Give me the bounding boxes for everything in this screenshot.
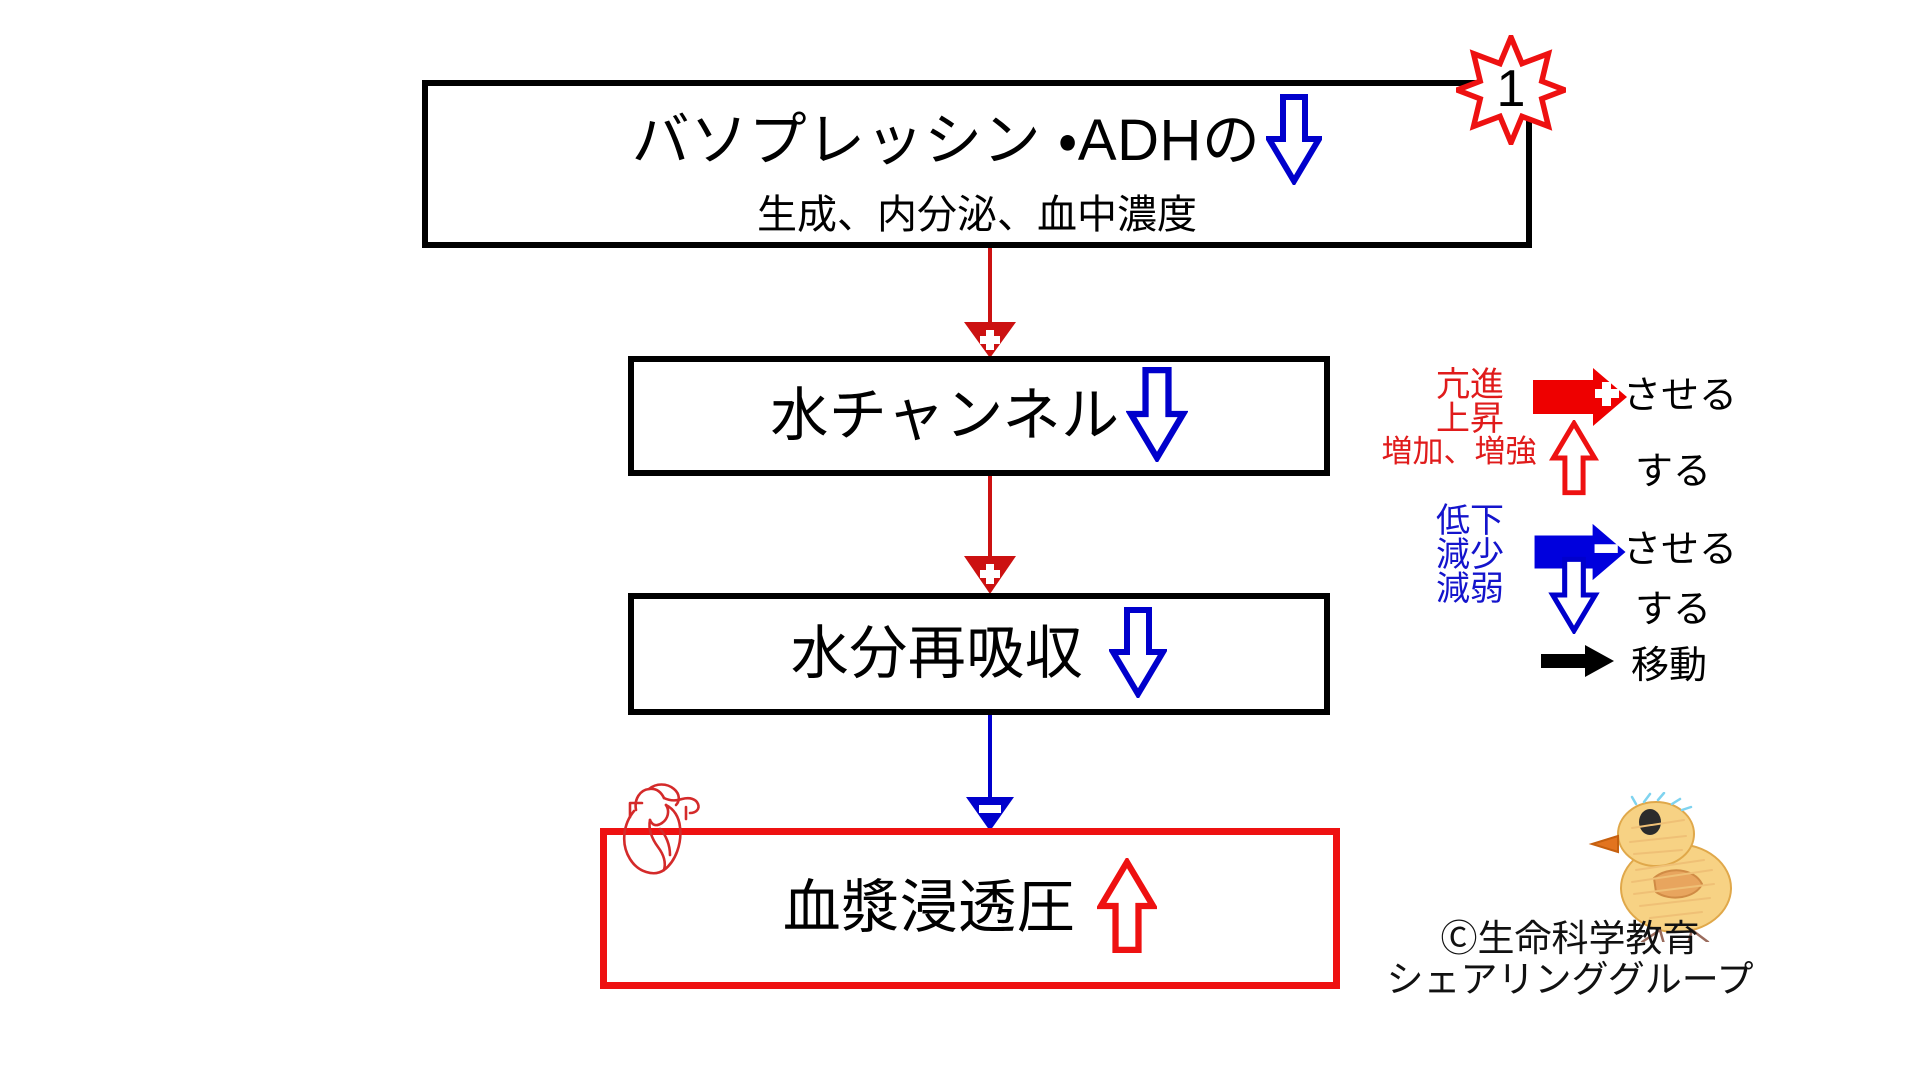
legend-words-decrease: 低下 減少 減弱 bbox=[1395, 504, 1545, 606]
legend-label-movement: 移動 bbox=[1631, 645, 1708, 687]
credit-line-2: シェアリンググループ bbox=[1386, 959, 1754, 1001]
legend-words-increase: 亢進 上昇 増加、増強 bbox=[1382, 366, 1545, 467]
connector-channel-to-reabsorption bbox=[950, 476, 1030, 596]
chick-mascot-icon bbox=[1584, 791, 1754, 946]
legend-label-increase-cause: させる bbox=[1623, 375, 1738, 417]
legend: 亢進 上昇 増加、増強 させる bbox=[1382, 366, 1815, 688]
node-plasma-osmolality[interactable]: 血漿浸透圧 bbox=[600, 828, 1340, 989]
down-outline-blue-icon bbox=[1107, 606, 1169, 703]
legend-row-increase-cause[interactable]: 亢進 上昇 増加、増強 させる bbox=[1382, 366, 1737, 467]
legend-word: 減弱 bbox=[1436, 570, 1504, 608]
connector-adh-to-channel bbox=[950, 248, 1030, 360]
legend-word: 減少 bbox=[1436, 536, 1504, 574]
legend-label-decrease-cause: させる bbox=[1623, 529, 1738, 571]
step-badge-1: 1 bbox=[1449, 30, 1573, 150]
legend-word: 低下 bbox=[1436, 502, 1504, 540]
node-water-channel[interactable]: 水チャンネル bbox=[628, 356, 1330, 476]
node-adh-title-row: バソプレッシン ・ADHの bbox=[631, 93, 1325, 190]
legend-row-decrease-cause[interactable]: 低下 減少 減弱 させる bbox=[1395, 504, 1737, 606]
node-plasma-osmolality-title-row: 血漿浸透圧 bbox=[782, 856, 1159, 959]
node-adh[interactable]: バソプレッシン ・ADHの 生成、内分泌、血中濃度 bbox=[422, 80, 1532, 248]
node-water-channel-title: 水チャンネル bbox=[770, 382, 1120, 448]
down-outline-blue-icon bbox=[1543, 556, 1605, 639]
right-solid-red-plus-icon bbox=[1533, 366, 1629, 433]
node-water-reabsorption[interactable]: 水分再吸収 bbox=[628, 593, 1330, 715]
right-solid-blue-minus-icon bbox=[1533, 522, 1629, 587]
node-water-channel-title-row: 水チャンネル bbox=[770, 366, 1189, 467]
legend-word: 上昇 bbox=[1436, 400, 1504, 438]
legend-word: 亢進 bbox=[1436, 366, 1504, 404]
node-water-reabsorption-title: 水分再吸収 bbox=[790, 620, 1084, 686]
node-adh-title: バソプレッシン ・ADHの bbox=[631, 107, 1261, 173]
up-outline-red-icon bbox=[1095, 856, 1159, 959]
down-outline-blue-icon bbox=[1125, 366, 1189, 467]
legend-label-decrease-self: する bbox=[1635, 589, 1712, 631]
starburst-icon bbox=[1449, 30, 1573, 150]
up-outline-red-icon bbox=[1543, 418, 1605, 501]
credit-block: Ⓒ生命科学教育 シェアリンググループ bbox=[1360, 918, 1780, 1001]
right-solid-black-icon bbox=[1541, 644, 1615, 683]
node-plasma-osmolality-title: 血漿浸透圧 bbox=[782, 875, 1076, 941]
down-outline-blue-icon bbox=[1264, 93, 1325, 190]
legend-word: 増加、増強 bbox=[1381, 434, 1537, 469]
heart-icon bbox=[604, 777, 714, 882]
credit-line-1: Ⓒ生命科学教育 bbox=[1440, 918, 1700, 959]
legend-label-increase-self: する bbox=[1635, 451, 1712, 493]
node-adh-subtitle: 生成、内分泌、血中濃度 bbox=[757, 192, 1197, 237]
connector-reabsorption-to-osmolality bbox=[950, 715, 1030, 835]
node-water-reabsorption-title-row: 水分再吸収 bbox=[790, 606, 1169, 703]
